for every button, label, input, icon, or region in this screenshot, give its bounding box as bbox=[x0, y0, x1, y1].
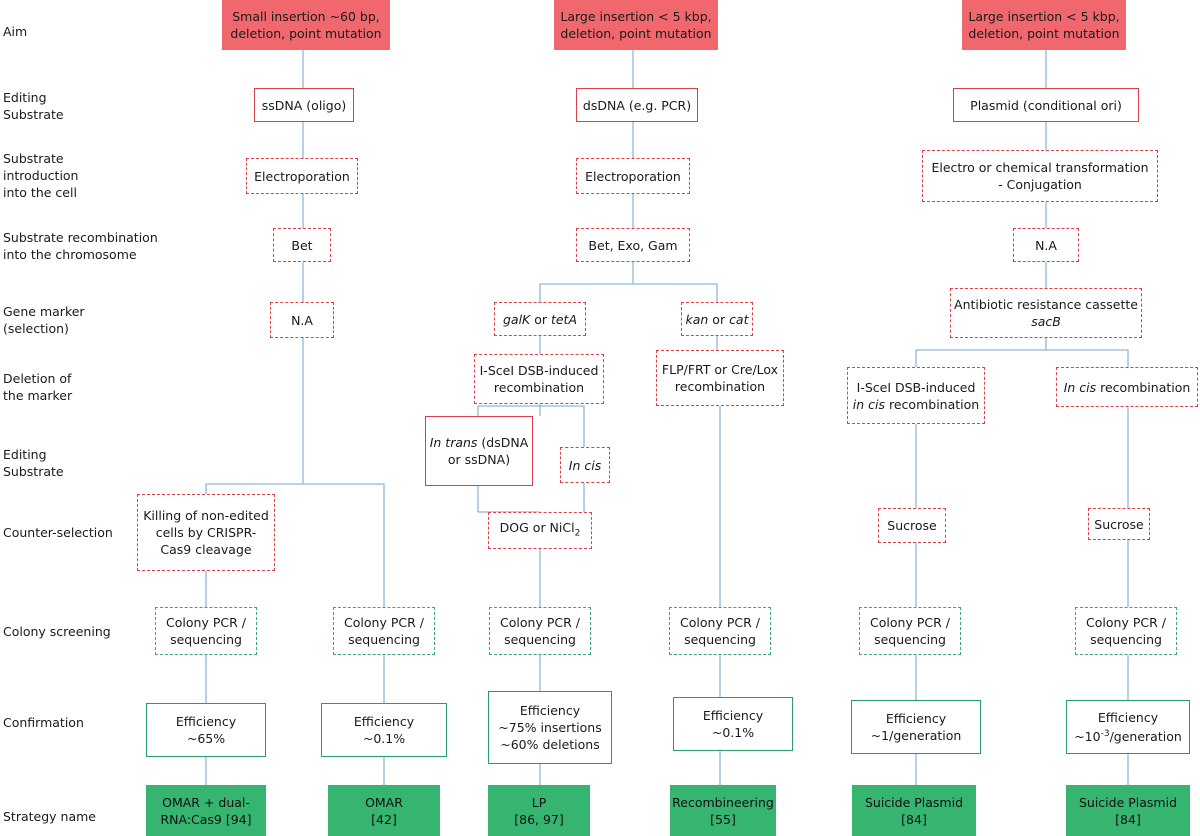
row-label-strategy-name: Strategy name bbox=[3, 809, 96, 824]
screening-box-2: Colony PCR /sequencing bbox=[333, 607, 435, 655]
marker-galk-teta: galK or tetA bbox=[494, 302, 586, 336]
row-label-confirmation: Confirmation bbox=[3, 715, 84, 730]
strategy-name-2: OMAR[42] bbox=[328, 785, 440, 836]
intro-electroporation-2: Electroporation bbox=[576, 158, 690, 194]
intro-transformation: Electro or chemical transformation- Conj… bbox=[922, 150, 1158, 202]
confirmation-box-2: Efficiency~0.1% bbox=[321, 703, 447, 757]
substrate-dsdna: dsDNA (e.g. PCR) bbox=[576, 88, 698, 122]
recomb-na: N.A bbox=[1013, 228, 1079, 262]
row-label-aim: Aim bbox=[3, 24, 28, 39]
confirmation-box-3: Efficiency~75% insertions~60% deletions bbox=[488, 691, 612, 764]
counter-sucrose-2: Sucrose bbox=[1088, 508, 1150, 540]
strategy-name-5: Suicide Plasmid[84] bbox=[852, 785, 976, 836]
intro-electroporation-1: Electroporation bbox=[246, 158, 358, 194]
screening-box-4: Colony PCR /sequencing bbox=[669, 607, 771, 655]
aim-box-1: Small insertion ~60 bp,deletion, point m… bbox=[222, 0, 390, 50]
strategy-name-1: OMAR + dual-RNA:Cas9 [94] bbox=[146, 785, 266, 836]
substrate-ssdna: ssDNA (oligo) bbox=[254, 88, 354, 122]
aim-box-2: Large insertion < 5 kbp,deletion, point … bbox=[554, 0, 718, 50]
recomb-bet-exo-gam: Bet, Exo, Gam bbox=[576, 228, 690, 262]
screening-box-5: Colony PCR /sequencing bbox=[859, 607, 961, 655]
row-label-counter-selection: Counter-selection bbox=[3, 525, 113, 540]
recomb-bet: Bet bbox=[273, 228, 331, 262]
editing-in-trans: In trans (dsDNA or ssDNA) bbox=[425, 416, 533, 486]
substrate-plasmid: Plasmid (conditional ori) bbox=[953, 88, 1139, 122]
deletion-iscel-in-cis: I-SceI DSB-induced in cis recombination bbox=[847, 367, 985, 424]
marker-na: N.A bbox=[270, 302, 334, 338]
deletion-in-cis: In cis recombination bbox=[1056, 367, 1198, 407]
marker-kan-cat: kan or cat bbox=[681, 302, 753, 336]
row-label-gene-marker: Gene marker(selection) bbox=[3, 304, 85, 336]
confirmation-box-6: Efficiency ~10-3/generation bbox=[1066, 700, 1190, 754]
screening-box-6: Colony PCR /sequencing bbox=[1075, 607, 1177, 655]
screening-box-3: Colony PCR /sequencing bbox=[489, 607, 591, 655]
strategy-name-6: Suicide Plasmid[84] bbox=[1066, 785, 1190, 836]
editing-in-cis: In cis bbox=[560, 447, 610, 483]
counter-sucrose-1: Sucrose bbox=[878, 508, 946, 543]
strategy-name-4: Recombineering[55] bbox=[670, 785, 776, 836]
aim-box-3: Large insertion < 5 kbp,deletion, point … bbox=[962, 0, 1126, 50]
confirmation-box-5: Efficiency~1/generation bbox=[851, 700, 981, 754]
confirmation-box-1: Efficiency~65% bbox=[146, 703, 266, 757]
row-label-colony-screening: Colony screening bbox=[3, 624, 111, 639]
confirmation-box-4: Efficiency~0.1% bbox=[673, 697, 793, 751]
screening-box-1: Colony PCR /sequencing bbox=[155, 607, 257, 655]
counter-dog-nicl2: DOG or NiCl2 bbox=[488, 512, 592, 549]
strategy-name-3: LP[86, 97] bbox=[488, 785, 590, 836]
